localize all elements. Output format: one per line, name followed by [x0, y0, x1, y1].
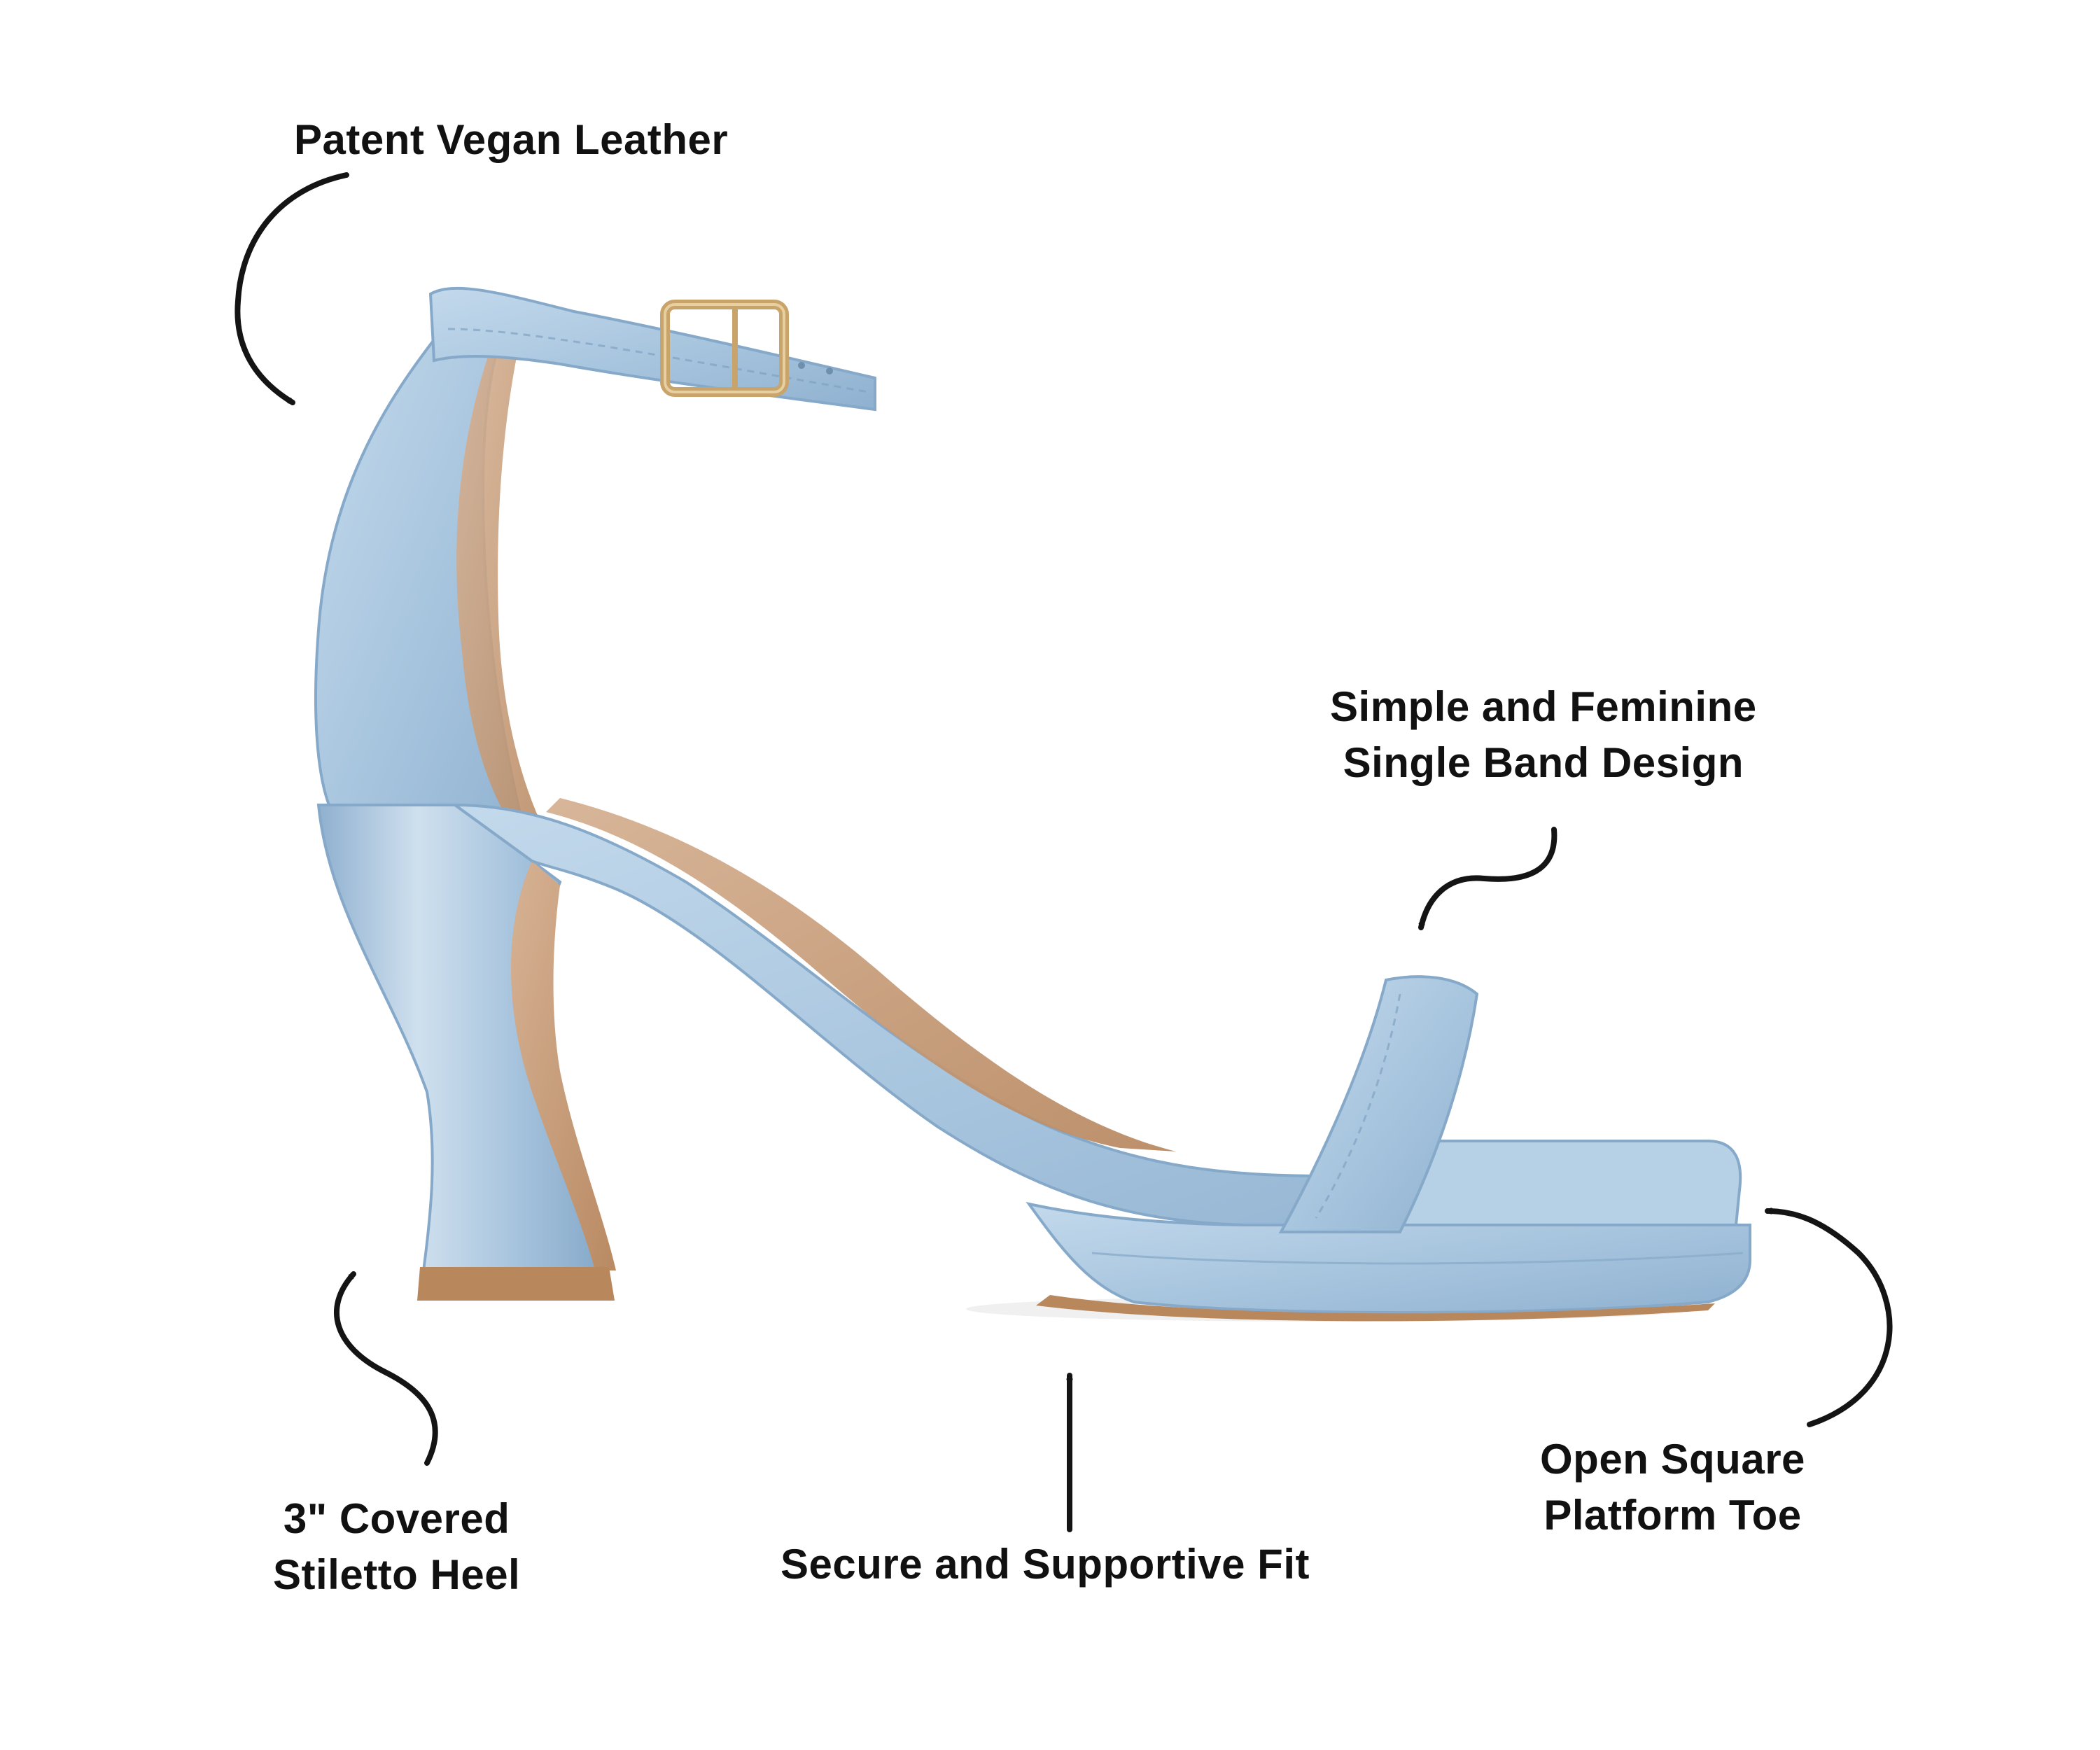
callout-toe-line: Platform Toe [1544, 1492, 1802, 1539]
callout-material: Patent Vegan Leather [294, 112, 728, 168]
ankle-strap [428, 286, 876, 412]
outsole-edge [1036, 1295, 1715, 1322]
callout-band: Simple and Feminine Single Band Design [1330, 679, 1757, 791]
callout-band-line: Single Band Design [1343, 739, 1744, 786]
callout-fit-line: Secure and Supportive Fit [780, 1541, 1310, 1588]
buckle-icon [660, 300, 789, 397]
flared-heel [316, 804, 604, 1272]
heel-tip [417, 1267, 615, 1301]
strap-hole [826, 368, 833, 374]
callout-material-line: Patent Vegan Leather [294, 116, 729, 163]
sandal [314, 286, 1751, 1322]
callout-heel-line: Stiletto Heel [273, 1551, 521, 1598]
curved-arrow-icon [234, 172, 349, 405]
callout-heel-line: 3" Covered [283, 1495, 510, 1542]
curved-arrow-icon [1765, 1211, 1893, 1427]
platform [1026, 1201, 1751, 1314]
callout-toe-line: Open Square [1540, 1436, 1805, 1483]
insole [546, 798, 1176, 1152]
heel-inner-edge [511, 861, 616, 1270]
strap-hole [798, 362, 805, 369]
callout-heel: 3" Covered Stiletto Heel [273, 1491, 520, 1603]
curved-arrow-icon [334, 1271, 438, 1466]
curved-arrow-icon [1418, 827, 1558, 930]
callout-fit: Secure and Supportive Fit [780, 1536, 1310, 1592]
callout-band-line: Simple and Feminine [1330, 683, 1757, 730]
single-band [1278, 975, 1479, 1233]
callout-toe: Open Square Platform Toe [1540, 1432, 1805, 1544]
heel-lining [456, 350, 553, 854]
